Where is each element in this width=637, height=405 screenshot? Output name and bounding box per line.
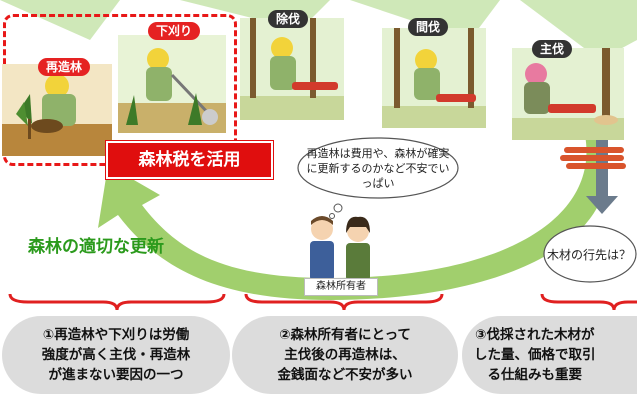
- brace-1: [8, 293, 226, 311]
- stage-label-weeding: 下刈り: [148, 22, 201, 40]
- scene-weeding: [118, 35, 226, 133]
- logs-icon: [560, 147, 626, 169]
- stage-label-thinning: 間伐: [408, 18, 449, 36]
- scene-replanting: [2, 64, 112, 156]
- note-1: ①再造林や下刈りは労働 強度が高く主伐・再造林 が進まない要因の一つ: [2, 316, 230, 394]
- timber-question: 木材の行先は？: [546, 248, 631, 262]
- brace-2: [244, 293, 444, 311]
- forest-owners-illustration: [310, 216, 370, 281]
- scene-thinning: [382, 28, 486, 128]
- note-3-text: ③伐採された木材が した量、価格で取引 る仕組みも重要: [474, 327, 596, 383]
- owner-thought: 再造林は費用や、森林が確実に更新するのかなど不安でいっぱい: [298, 139, 458, 197]
- note-2: ②森林所有者にとって 主伐後の再造林は、 金銭面など不安が多い: [232, 316, 458, 394]
- forest-renewal-label: 森林の適切な更新: [28, 237, 164, 257]
- stage-label-thinning-early: 除伐: [268, 10, 309, 28]
- scene-final-harvest: [512, 48, 624, 140]
- note-2-text: ②森林所有者にとって 主伐後の再造林は、 金銭面など不安が多い: [277, 327, 413, 383]
- scene-thinning-early: [240, 18, 344, 120]
- thought-cloud-icon: [297, 137, 459, 219]
- forest-tax-label: 森林税を活用: [106, 141, 273, 179]
- brace-3: [540, 293, 637, 311]
- stage-label-final-harvest: 主伐: [532, 40, 573, 58]
- question-cloud-icon: [543, 225, 637, 283]
- stage-label-replanting: 再造林: [38, 58, 91, 76]
- note-1-text: ①再造林や下刈りは労働 強度が高く主伐・再造林 が進まない要因の一つ: [41, 327, 191, 383]
- note-3: ③伐採された木材が した量、価格で取引 る仕組みも重要: [462, 316, 637, 394]
- owner-label: 森林所有者: [304, 278, 378, 296]
- owner-thought-text: 再造林は費用や、森林が確実に更新するのかなど不安でいっぱい: [306, 146, 450, 190]
